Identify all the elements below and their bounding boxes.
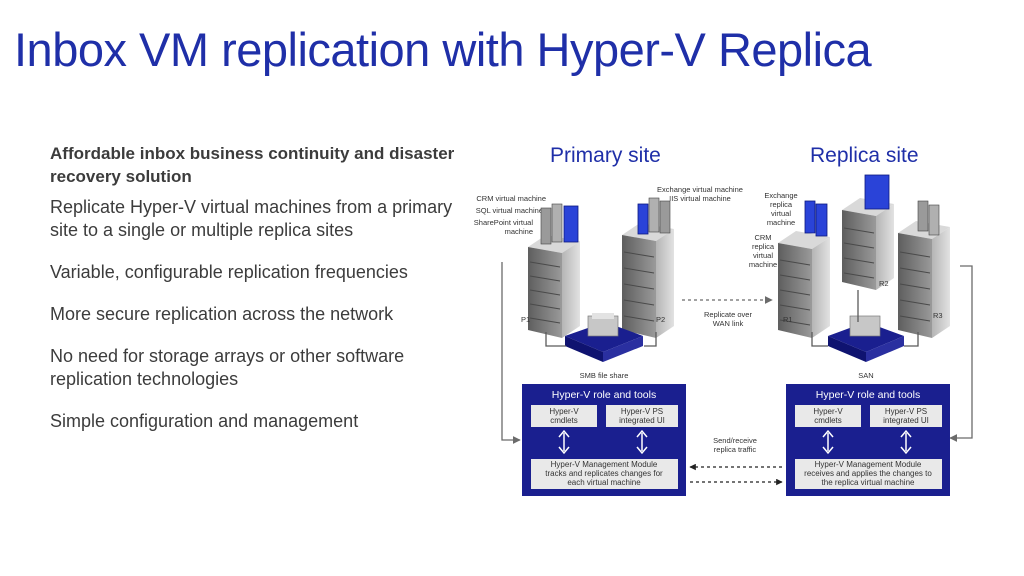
vm-label: machine xyxy=(767,218,795,227)
server-p1 xyxy=(528,235,580,338)
p1-connector xyxy=(501,262,521,444)
ps-ui-label: integrated UI xyxy=(883,416,929,425)
right-hyperv-box: Hyper-V role and tools Hyper-V cmdlets H… xyxy=(786,384,950,496)
vm-label: replica xyxy=(770,200,793,209)
left-hyperv-box: Hyper-V role and tools Hyper-V cmdlets H… xyxy=(522,384,686,496)
san-label: SAN xyxy=(858,371,873,380)
r3-connector xyxy=(949,265,973,442)
traffic-label: replica traffic xyxy=(714,445,757,454)
smb-storage xyxy=(565,313,643,362)
slide-title: Inbox VM replication with Hyper-V Replic… xyxy=(14,23,872,76)
server-label: R1 xyxy=(783,315,793,324)
module-label: tracks and replicates changes for xyxy=(545,469,663,478)
server-r2 xyxy=(842,198,894,290)
vm-icons xyxy=(540,174,940,245)
bullet-item: Simple configuration and management xyxy=(50,411,359,431)
ps-ui-label: Hyper-V PS xyxy=(885,407,927,416)
lead-text: Affordable inbox business continuity and… xyxy=(50,144,455,186)
vm-label: machine xyxy=(749,260,777,269)
vm-label: SQL virtual machine xyxy=(476,206,543,215)
cmdlets-label: Hyper-V xyxy=(549,407,579,416)
server-r1 xyxy=(778,231,830,338)
vm-label: virtual xyxy=(753,251,773,260)
ps-ui-label: Hyper-V PS xyxy=(621,407,663,416)
traffic-label: Send/receive xyxy=(713,436,757,445)
box-title: Hyper-V role and tools xyxy=(816,389,920,401)
vm-label: replica xyxy=(752,242,775,251)
module-label: Hyper-V Management Module xyxy=(551,460,658,469)
primary-site-label: Primary site xyxy=(550,144,661,167)
server-label: R3 xyxy=(933,311,943,320)
vm-label: CRM virtual machine xyxy=(476,194,546,203)
cmdlets-label: cmdlets xyxy=(550,416,578,425)
vm-label: Exchange virtual machine xyxy=(657,185,743,194)
server-p2 xyxy=(622,223,674,338)
ps-ui-label: integrated UI xyxy=(619,416,665,425)
bullet-item: Replicate Hyper-V virtual machines from … xyxy=(50,197,453,240)
module-label: each virtual machine xyxy=(567,478,641,487)
vm-label: Exchange xyxy=(764,191,797,200)
replica-site-label: Replica site xyxy=(810,144,919,167)
server-label: R2 xyxy=(879,279,889,288)
bullet-item: More secure replication across the netwo… xyxy=(50,304,394,324)
box-title: Hyper-V role and tools xyxy=(552,389,656,401)
server-r3 xyxy=(898,221,950,338)
wan-label: Replicate over xyxy=(704,310,752,319)
module-label: Hyper-V Management Module xyxy=(815,460,922,469)
bullet-list: Replicate Hyper-V virtual machines from … xyxy=(50,196,455,433)
vm-label: IIS virtual machine xyxy=(669,194,731,203)
cmdlets-label: cmdlets xyxy=(814,416,842,425)
vm-label: CRM xyxy=(754,233,771,242)
vm-label: machine xyxy=(505,227,533,236)
server-label: P2 xyxy=(656,315,665,324)
vm-label: virtual xyxy=(771,209,791,218)
module-label: the replica virtual machine xyxy=(822,478,915,487)
left-column: Affordable inbox business continuity and… xyxy=(50,142,455,452)
smb-label: SMB file share xyxy=(580,371,629,380)
bullet-item: Variable, configurable replication frequ… xyxy=(50,262,408,282)
cmdlets-label: Hyper-V xyxy=(813,407,843,416)
san-storage xyxy=(828,315,904,362)
server-label: P1 xyxy=(521,315,530,324)
vm-label: SharePoint virtual xyxy=(474,218,534,227)
module-label: receives and applies the changes to xyxy=(804,469,932,478)
wan-label: WAN link xyxy=(713,319,744,328)
bullet-item: No need for storage arrays or other soft… xyxy=(50,346,405,389)
